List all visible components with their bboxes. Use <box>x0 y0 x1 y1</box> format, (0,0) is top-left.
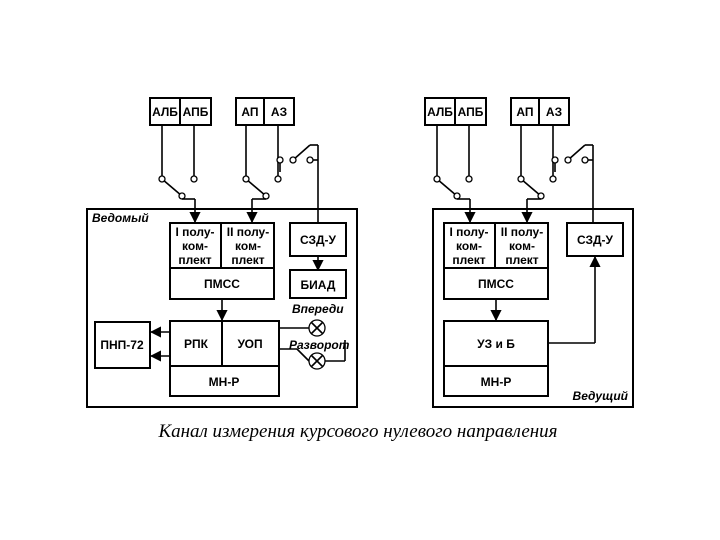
szd-box-2 <box>566 222 624 257</box>
pnp-label: ПНП-72 <box>100 338 144 352</box>
source-apb <box>179 97 212 126</box>
source-az-label: АЗ <box>271 105 287 119</box>
master-frame <box>432 208 634 408</box>
halfset-2-line-2: ком- <box>235 239 261 253</box>
uzb-box <box>443 320 549 367</box>
switch-1 <box>158 125 198 200</box>
halfset-1-line-2: ком- <box>182 239 208 253</box>
source-az-2-label: АЗ <box>546 105 562 119</box>
halfset-2-2-line-1: II полу- <box>501 225 543 239</box>
biad-box <box>289 269 347 299</box>
switch-2 <box>242 125 282 200</box>
lamp-turn-label: Разворот <box>289 338 350 352</box>
source-alb-2-label: АЛБ <box>427 105 453 119</box>
uop-label: УОП <box>237 337 262 351</box>
halfset-1-line-1: I полу- <box>175 225 214 239</box>
switch-5 <box>517 125 557 200</box>
halfset-2-line-1: II полу- <box>227 225 269 239</box>
source-az <box>263 97 295 126</box>
source-alb <box>149 97 181 126</box>
biad-label: БИАД <box>301 278 336 292</box>
halfset-1-2-line-2: ком- <box>456 239 482 253</box>
mnr-label: МН-Р <box>209 375 240 389</box>
switch-6 <box>551 144 594 222</box>
rpk-label: РПК <box>184 337 209 351</box>
pmss-box-2 <box>443 267 549 300</box>
pnp-box <box>94 321 151 369</box>
szd-box <box>289 222 347 257</box>
slave-frame-label: Ведомый <box>92 211 149 225</box>
szd-label: СЗД-У <box>300 233 337 247</box>
pmss-label: ПМСС <box>204 277 240 291</box>
source-apb-2 <box>454 97 487 126</box>
source-apb-2-label: АПБ <box>458 105 484 119</box>
figure-caption: Канал измерения курсового нулевого напра… <box>157 421 557 442</box>
halfset-1-line-3: плект <box>178 253 211 267</box>
source-apb-label: АПБ <box>183 105 209 119</box>
rpk-box <box>169 320 223 367</box>
source-az-2 <box>538 97 570 126</box>
uop-box <box>221 320 280 367</box>
mnr-box <box>169 365 280 397</box>
master-frame-label: Ведущий <box>573 389 629 403</box>
slave-frame <box>86 208 358 408</box>
halfset-1-2-line-3: плект <box>452 253 485 267</box>
source-alb-label: АЛБ <box>152 105 178 119</box>
uzb-label: УЗ и Б <box>477 337 515 351</box>
mnr-box-2 <box>443 365 549 397</box>
pmss-label-2: ПМСС <box>478 277 514 291</box>
halfset-2-2-line-3: плект <box>505 253 538 267</box>
source-ap-2-label: АП <box>516 105 533 119</box>
switch-4 <box>433 125 473 200</box>
source-ap-2 <box>510 97 540 126</box>
halfset-1-2 <box>443 222 496 269</box>
master-channel: Ведущий АЛБ АПБ АП АЗ <box>424 97 634 408</box>
halfset-2-2-line-2: ком- <box>509 239 535 253</box>
lamp-front-label: Впереди <box>292 302 344 316</box>
switch-3 <box>276 144 319 222</box>
halfset-2 <box>220 222 275 269</box>
szd-label-2: СЗД-У <box>577 233 614 247</box>
halfset-1 <box>169 222 222 269</box>
halfset-1-2-line-1: I полу- <box>449 225 488 239</box>
slave-channel: Ведомый АЛБ АПБ АП АЗ <box>86 97 358 408</box>
source-ap-label: АП <box>241 105 258 119</box>
halfset-2-line-3: плект <box>231 253 264 267</box>
mnr-label-2: МН-Р <box>481 375 512 389</box>
